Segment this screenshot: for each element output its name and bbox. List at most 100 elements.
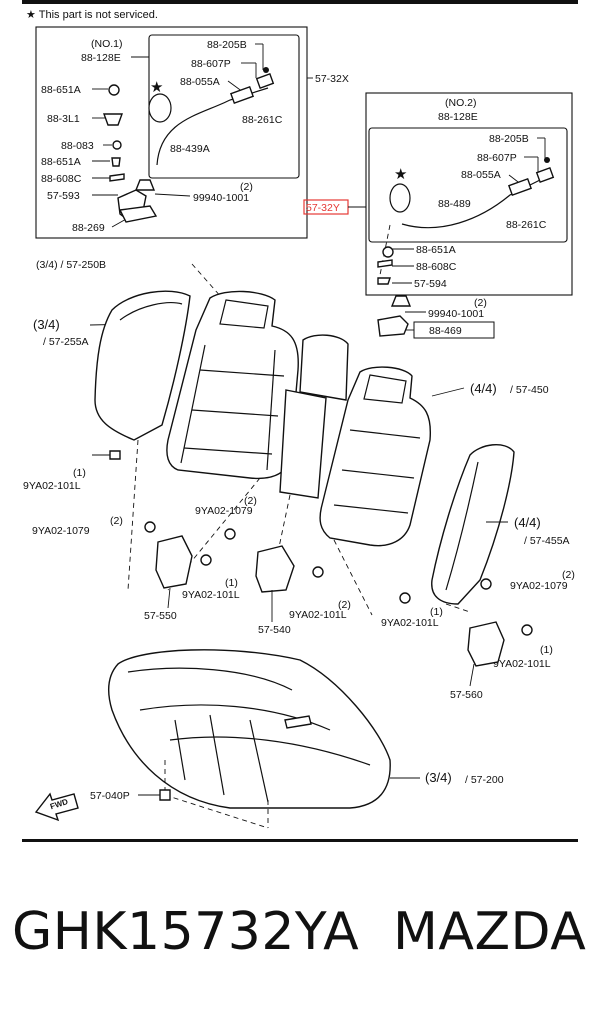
qty-101l-e: (1) bbox=[540, 644, 553, 656]
bottom-rule bbox=[22, 839, 578, 842]
release-cable bbox=[156, 87, 269, 166]
cable-clip-icon bbox=[255, 73, 275, 89]
callout-57-455a-frac: (4/4) bbox=[514, 515, 541, 530]
top-rule bbox=[22, 0, 578, 4]
cushion-hook-icon bbox=[284, 715, 312, 729]
callout-57-200-frac: (3/4) bbox=[425, 770, 452, 785]
label-88-205b-r: 88-205B bbox=[489, 133, 529, 145]
left-side-bolster bbox=[94, 290, 191, 441]
bolt-icon-e bbox=[312, 566, 324, 578]
label-88-608c-r: 88-608C bbox=[416, 261, 457, 273]
cable-end-icon bbox=[229, 85, 255, 105]
star-icon-left: ★ bbox=[150, 79, 163, 96]
center-headrest bbox=[299, 334, 349, 401]
part-57-560: 57-560 bbox=[450, 689, 483, 701]
star-icon: ★ bbox=[26, 9, 36, 21]
right-seatback bbox=[319, 366, 432, 547]
release-cable-right bbox=[401, 179, 541, 229]
bolt-icon-d bbox=[200, 554, 212, 566]
bolt-icon bbox=[108, 84, 120, 96]
bolt-icon-c bbox=[224, 528, 236, 540]
label-88-651a-mid: 88-651A bbox=[41, 156, 81, 168]
part-57-040p: 57-040P bbox=[90, 790, 130, 802]
qty-101l-c: (2) bbox=[338, 599, 351, 611]
right-cable-box bbox=[368, 127, 568, 243]
pin-icon-right bbox=[544, 157, 550, 163]
part-57-550: 57-550 bbox=[144, 610, 177, 622]
latch-base-icon-right bbox=[377, 315, 409, 337]
center-panel bbox=[279, 389, 327, 499]
label-99940-qty-right: (2) bbox=[474, 297, 487, 309]
left-box-part: 88-128E bbox=[81, 52, 121, 64]
bolt-icon-h bbox=[521, 624, 533, 636]
bolt-9ya02-1079-c: 9YA02-1079 bbox=[510, 580, 568, 592]
fwd-arrow-icon bbox=[34, 792, 79, 822]
label-57-594: 57-594 bbox=[414, 278, 447, 290]
bolt-9ya02-101l-d: 9YA02-101L bbox=[381, 617, 439, 629]
seat-cushion bbox=[107, 649, 391, 809]
callout-57-450-frac: (4/4) bbox=[470, 381, 497, 396]
cable-end-icon-right bbox=[507, 177, 533, 197]
callout-57-32y: 57-32Y bbox=[306, 202, 340, 214]
qty-101l-b: (1) bbox=[225, 577, 238, 589]
callout-57-255a: / 57-255A bbox=[43, 336, 89, 348]
label-88-651a-top: 88-651A bbox=[41, 84, 81, 96]
label-88-489: 88-489 bbox=[438, 198, 471, 210]
label-88-055a: 88-055A bbox=[180, 76, 220, 88]
callout-57-455a: / 57-455A bbox=[524, 535, 570, 547]
seat-parts-diagram: (NO.1) 88-128E 88-205B 88-607P 88-055A 8… bbox=[23, 26, 575, 829]
label-99940-left: 99940-1001 bbox=[193, 192, 249, 204]
bolt-9ya02-101l-c: 9YA02-101L bbox=[289, 609, 347, 621]
qty-101l-d: (1) bbox=[430, 606, 443, 618]
bracket-icon bbox=[103, 113, 123, 126]
callout-57-255a-frac: (3/4) bbox=[33, 317, 60, 332]
hinge-57-540-icon bbox=[255, 545, 295, 593]
label-88-055a-r: 88-055A bbox=[461, 169, 501, 181]
label-57-593: 57-593 bbox=[47, 190, 80, 202]
callout-57-450: / 57-450 bbox=[510, 384, 549, 396]
left-kit-box bbox=[35, 26, 308, 239]
right-box-part: 88-128E bbox=[438, 111, 478, 123]
bolt-icon-g bbox=[480, 578, 492, 590]
screw-icon-right bbox=[377, 277, 391, 285]
left-box-header: (NO.1) bbox=[91, 38, 123, 50]
callout-57-32x: 57-32X bbox=[315, 73, 349, 85]
qty-101l-a: (1) bbox=[73, 467, 86, 479]
cable-clip-icon-right bbox=[535, 167, 555, 183]
qty-1079-b: (2) bbox=[244, 495, 257, 507]
hinge-57-560-icon bbox=[467, 621, 505, 667]
note-text: This part is not serviced. bbox=[38, 9, 158, 21]
pin-icon bbox=[263, 67, 269, 73]
label-88-3l1: 88-3L1 bbox=[47, 113, 80, 125]
bolt-9ya02-101l-b: 9YA02-101L bbox=[182, 589, 240, 601]
label-88-261c: 88-261C bbox=[242, 114, 283, 126]
qty-1079-a: (2) bbox=[110, 515, 123, 527]
washer-icon bbox=[112, 140, 122, 150]
bolt-icon-right bbox=[382, 246, 394, 258]
label-99940-qty-left: (2) bbox=[240, 181, 253, 193]
bolt-9ya02-1079-a: 9YA02-1079 bbox=[32, 525, 90, 537]
bolt-9ya02-101l-e: 9YA02-101L bbox=[493, 658, 551, 670]
label-99940-right: 99940-1001 bbox=[428, 308, 484, 320]
callout-57-200: / 57-200 bbox=[465, 774, 504, 786]
nut-icon-right bbox=[390, 295, 412, 307]
not-serviced-note: ★ This part is not serviced. bbox=[26, 8, 158, 21]
bolt-9ya02-101l-a: 9YA02-101L bbox=[23, 480, 81, 492]
label-88-608c: 88-608C bbox=[41, 173, 82, 185]
clip-icon-57-040p bbox=[159, 789, 171, 801]
left-headrest bbox=[219, 299, 269, 329]
label-88-269: 88-269 bbox=[72, 222, 105, 234]
grommet-icon bbox=[148, 93, 172, 123]
right-headrest bbox=[363, 374, 407, 404]
label-88-607p-r: 88-607P bbox=[477, 152, 517, 164]
bolt-icon-f bbox=[399, 592, 411, 604]
part-57-540: 57-540 bbox=[258, 624, 291, 636]
label-88-439a: 88-439A bbox=[170, 143, 210, 155]
label-88-205b: 88-205B bbox=[207, 39, 247, 51]
star-icon-right: ★ bbox=[394, 166, 407, 183]
label-88-607p: 88-607P bbox=[191, 58, 231, 70]
screw-icon bbox=[111, 157, 121, 167]
hinge-57-550-icon bbox=[155, 535, 193, 589]
label-88-261c-r: 88-261C bbox=[506, 219, 547, 231]
label-88-083: 88-083 bbox=[61, 140, 94, 152]
